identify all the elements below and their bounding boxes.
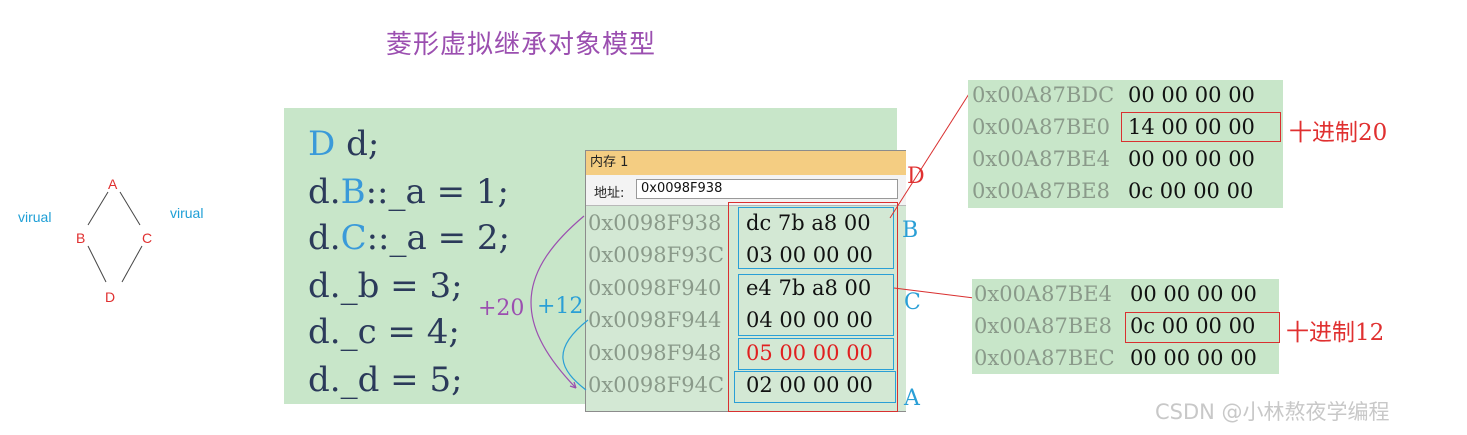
code-token: B [340,172,366,212]
vbtable-b [968,80,1283,208]
memory-row-bytes: dc 7b a8 00 [746,211,871,235]
memory-row-address: 0x0098F940 [588,276,722,300]
vbtable-row-bytes: 00 00 00 00 [1130,346,1257,370]
decimal-label-12: 十进制12 [1286,320,1385,346]
code-line: d._b = 3; [308,266,463,306]
node-b: B [76,230,86,246]
memory-row-bytes: 03 00 00 00 [746,243,873,267]
node-d: D [105,289,116,305]
vbtable-row-address: 0x00A87BE8 [974,314,1112,338]
region-a-box [734,371,896,403]
region-d-box [738,338,894,370]
region-label-b: B [902,218,919,243]
code-line: d._c = 4; [308,312,460,352]
memory-row-address: 0x0098F938 [588,211,722,235]
code-token: ::_a = 2; [366,218,510,258]
vbtable-row-bytes: 00 00 00 00 [1130,282,1257,306]
vbtable-row-bytes: 14 00 00 00 [1128,115,1255,139]
virtual-label-right: virual [170,205,204,221]
vbtable-row-bytes: 0c 00 00 00 [1130,314,1256,338]
code-token: d; [335,124,380,164]
region-label-a: A [904,386,920,411]
vbtable-c-offset-highlight [1125,312,1280,343]
region-b-box [738,207,894,269]
offset-label-12: +12 [537,294,584,319]
code-token: d. [308,172,341,212]
memory-window-titlebar[interactable]: 内存 1 [586,151,906,175]
region-c-box [738,274,894,336]
offset-label-20: +20 [478,296,525,321]
object-d-outline [728,202,898,412]
address-input[interactable]: 0x0098F938 [636,179,898,199]
vbtable-row-bytes: 00 00 00 00 [1128,83,1255,107]
diamond-edges [87,191,143,283]
page-title: 菱形虚拟继承对象模型 [386,30,657,60]
watermark: CSDN @小林熬夜学编程 [1155,400,1390,424]
vbtable-row-address: 0x00A87BE8 [972,179,1110,203]
vbtable-row-address: 0x00A87BE4 [972,147,1110,171]
memory-row-bytes: e4 7b a8 00 [746,276,872,300]
node-c: C [142,230,153,246]
memory-address-bar: 地址: 0x0098F938 [586,175,906,206]
code-line: D d; [308,124,379,164]
memory-row-address: 0x0098F944 [588,308,722,332]
code-token: ::_a = 1; [365,172,509,212]
node-a: A [108,176,118,192]
vbtable-row-address: 0x00A87BDC [972,83,1115,107]
code-line: d.C::_a = 2; [308,218,510,258]
code-token: d. [308,218,341,258]
code-line: d.B::_a = 1; [308,172,509,212]
offset-arrows [530,215,589,391]
memory-row-address: 0x0098F94C [588,373,725,397]
memory-row-address: 0x0098F93C [588,243,725,267]
memory-window: 内存 1 地址: 0x0098F938 [585,150,906,412]
code-line: d._d = 5; [308,360,463,400]
vbtable-row-address: 0x00A87BEC [974,346,1115,370]
virtual-label-left: virual [18,209,52,225]
vbtable-row-bytes: 00 00 00 00 [1128,147,1255,171]
vbtable-row-address: 0x00A87BE4 [974,282,1112,306]
code-token: D [308,124,336,164]
memory-row-bytes: 02 00 00 00 [746,373,873,397]
decimal-label-20: 十进制20 [1289,120,1388,146]
vbtable-row-address: 0x00A87BE0 [972,115,1110,139]
code-token: C [340,218,367,258]
memory-row-bytes: 04 00 00 00 [746,308,873,332]
memory-row-bytes: 05 00 00 00 [746,341,873,365]
connector-lines [889,85,975,299]
vbtable-row-bytes: 0c 00 00 00 [1128,179,1254,203]
memory-row-address: 0x0098F948 [588,341,722,365]
region-label-c: C [904,290,921,315]
vbtable-b-offset-highlight [1121,112,1281,142]
address-label: 地址: [594,186,625,201]
